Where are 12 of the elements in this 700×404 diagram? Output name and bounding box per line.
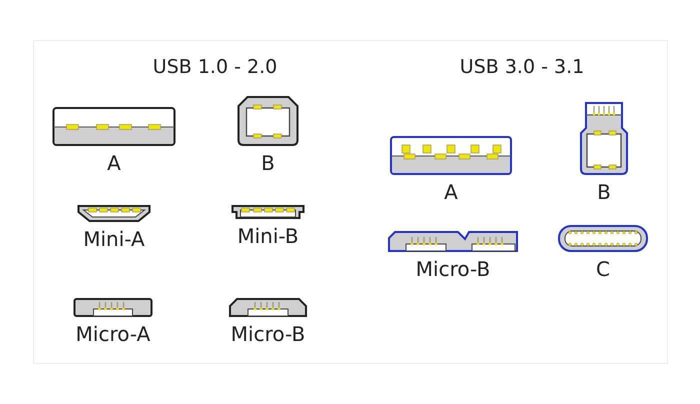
connector-label: B — [597, 181, 611, 203]
connector-label: C — [596, 258, 610, 280]
connector-label: A — [444, 181, 458, 203]
connector-label: Mini-B — [237, 225, 299, 247]
connector-label: Mini-A — [83, 228, 145, 250]
section-heading: USB 3.0 - 3.1 — [460, 56, 584, 78]
connector-label: Micro-B — [230, 323, 306, 345]
connector-label: B — [261, 152, 275, 174]
section-heading: USB 1.0 - 2.0 — [152, 56, 278, 78]
connector-label: Micro-A — [76, 323, 150, 345]
connector-label: Micro-B — [416, 258, 490, 280]
connector-label: A — [107, 152, 121, 174]
